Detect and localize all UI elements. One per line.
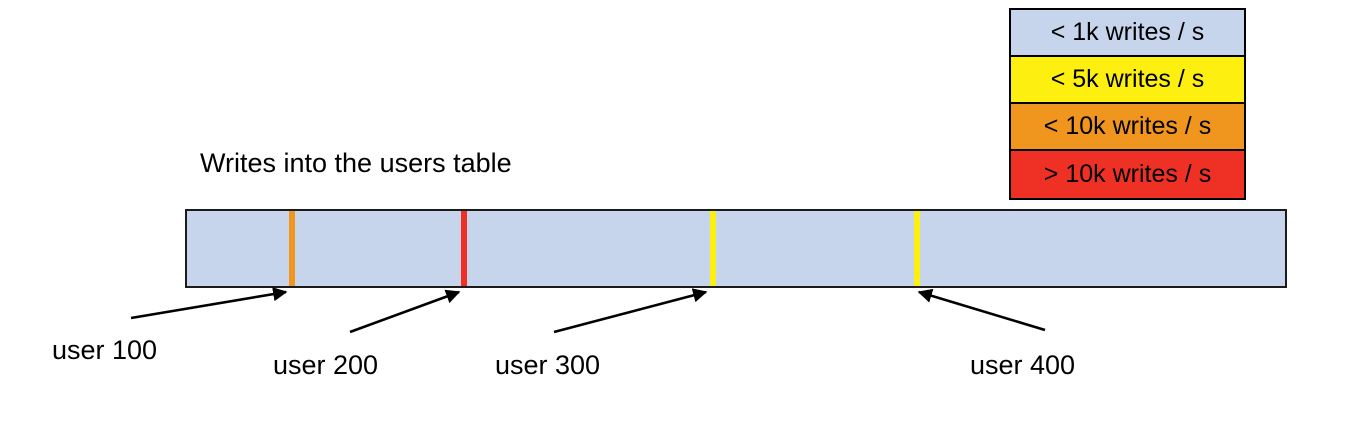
arrow-user-300 xyxy=(553,288,708,334)
legend-row-under-10k: < 10k writes / s xyxy=(1011,104,1244,151)
user-200-label: user 200 xyxy=(273,350,379,380)
user-300-label: user 300 xyxy=(495,350,601,380)
arrow-user-400 xyxy=(917,288,1046,332)
legend-row-over-10k: > 10k writes / s xyxy=(1011,151,1244,198)
legend-label-under-5k: < 5k writes / s xyxy=(1050,65,1205,93)
marker-user-200 xyxy=(461,211,467,286)
legend-label-under-10k: < 10k writes / s xyxy=(1043,112,1212,140)
legend-row-under-5k: < 5k writes / s xyxy=(1011,57,1244,104)
legend-row-under-1k: < 1k writes / s xyxy=(1011,10,1244,57)
user-100-label: user 100 xyxy=(52,335,158,365)
chart-title: Writes into the users table xyxy=(200,148,512,178)
marker-user-400 xyxy=(914,211,920,286)
marker-user-300 xyxy=(710,211,716,286)
legend-label-over-10k: > 10k writes / s xyxy=(1043,160,1212,188)
users-table-bar xyxy=(185,209,1287,288)
marker-user-100 xyxy=(289,211,295,286)
arrow-user-100 xyxy=(130,287,288,320)
legend-label-under-1k: < 1k writes / s xyxy=(1050,18,1205,46)
arrow-user-200 xyxy=(349,289,461,334)
legend: < 1k writes / s < 5k writes / s < 10k wr… xyxy=(1009,8,1246,200)
user-400-label: user 400 xyxy=(970,350,1076,380)
